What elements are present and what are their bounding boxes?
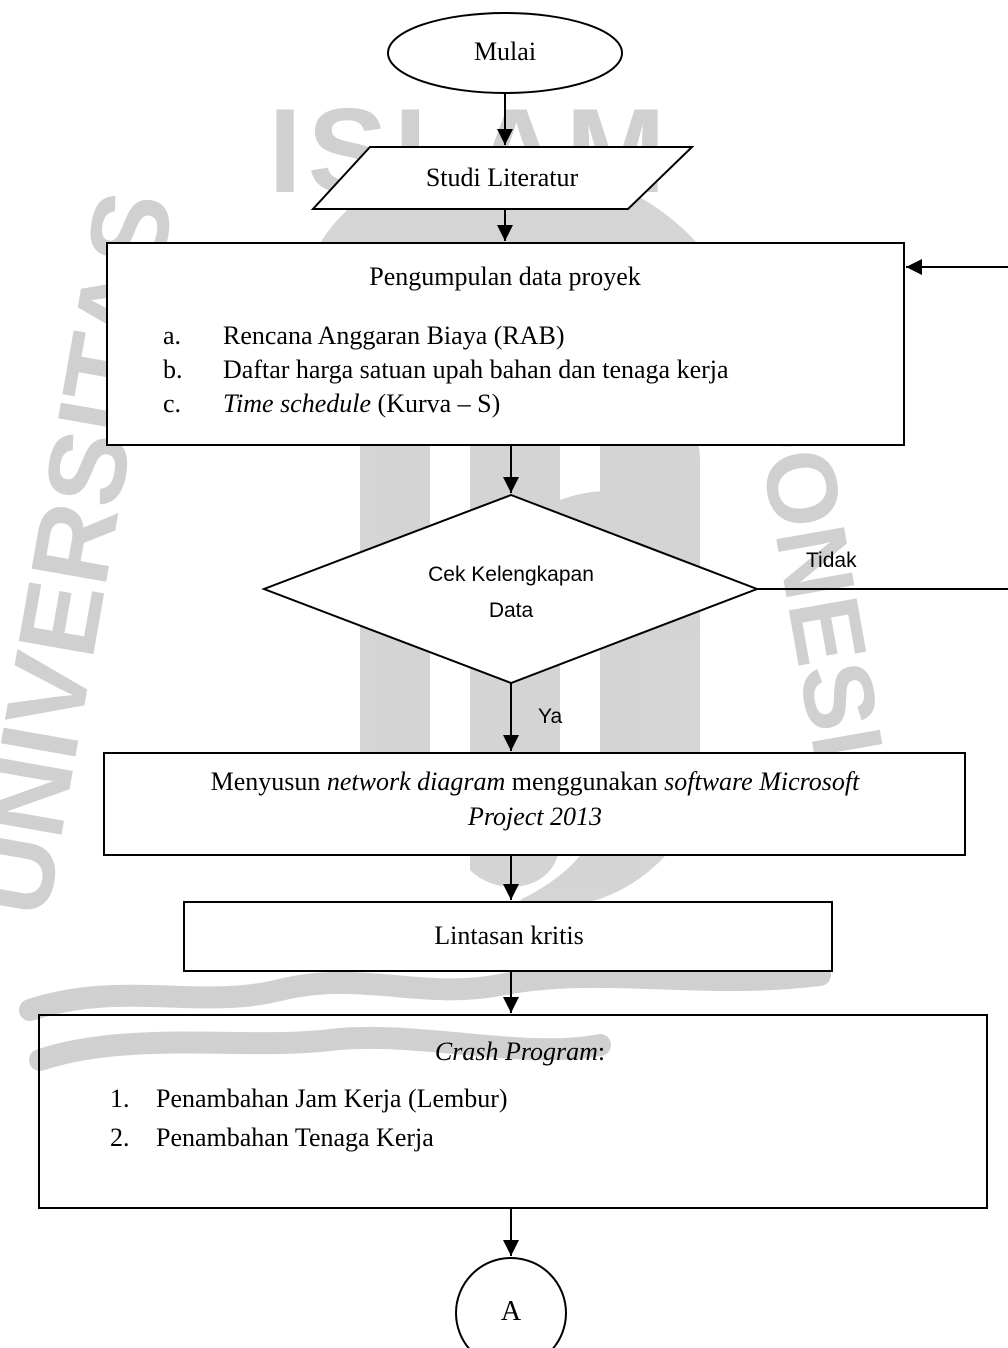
collect-item-text: (Kurva – S) xyxy=(371,389,501,418)
collect-item: a. Rencana Anggaran Biaya (RAB) xyxy=(163,319,729,353)
network-text-5: Project 2013 xyxy=(467,802,603,831)
collect-item-marker: a. xyxy=(163,321,182,350)
collect-item-italic: Time schedule xyxy=(223,389,372,418)
critical-label: Lintasan kritis xyxy=(434,921,584,950)
network-process-box xyxy=(103,752,966,856)
crash-item-marker: 1. xyxy=(110,1084,130,1113)
collect-item-marker: b. xyxy=(163,355,183,384)
crash-title-italic: Crash Program xyxy=(434,1037,598,1066)
crash-title-suffix: : xyxy=(597,1037,606,1066)
crash-item: 1. Penambahan Jam Kerja (Lembur) xyxy=(110,1079,508,1118)
collect-list: a. Rencana Anggaran Biaya (RAB) b. Daftar … xyxy=(163,319,729,421)
collect-item: c. Time schedule (Kurva – S) xyxy=(163,387,729,421)
decision-label-line1: Cek Kelengkapan xyxy=(428,563,594,586)
connector-label: A xyxy=(500,1296,522,1327)
collect-process-box xyxy=(106,242,905,446)
watermark-script xyxy=(19,964,831,1071)
collect-item-marker: c. xyxy=(163,389,182,418)
crash-item-text: Penambahan Jam Kerja (Lembur) xyxy=(156,1084,508,1113)
collect-item: b. Daftar harga satuan upah bahan dan ten… xyxy=(163,353,729,387)
start-label: Mulai xyxy=(473,37,537,66)
network-text-3: menggunakan xyxy=(505,767,665,796)
collect-item-text: Rencana Anggaran Biaya (RAB) xyxy=(223,321,565,350)
decision-no-label: Tidak xyxy=(806,549,857,572)
crash-list: 1. Penambahan Jam Kerja (Lembur) 2. Penamb… xyxy=(110,1079,508,1157)
collect-item-text: Daftar harga satuan upah bahan dan tenag… xyxy=(223,355,729,384)
network-label-line1: Menyusun network diagram menggunakan sof… xyxy=(110,767,960,797)
network-label-line2: Project 2013 xyxy=(110,802,960,832)
crash-item-marker: 2. xyxy=(110,1123,130,1152)
connector-circle xyxy=(455,1257,567,1348)
crash-item-text: Penambahan Tenaga Kerja xyxy=(156,1123,434,1152)
literature-label: Studi Literatur xyxy=(425,163,579,192)
network-text-4: software Microsoft xyxy=(664,767,860,796)
network-text-2: network diagram xyxy=(326,767,506,796)
crash-item: 2. Penambahan Tenaga Kerja xyxy=(110,1118,508,1157)
collect-title: Pengumpulan data proyek xyxy=(369,262,641,291)
network-text-1: Menyusun xyxy=(210,767,327,796)
crash-process-box xyxy=(38,1014,988,1209)
decision-label-line2: Data xyxy=(488,599,534,622)
crash-title: Crash Program: xyxy=(430,1037,610,1067)
critical-process-box xyxy=(183,901,833,972)
literature-io-shape xyxy=(310,146,695,210)
decision-yes-label: Ya xyxy=(538,705,563,728)
